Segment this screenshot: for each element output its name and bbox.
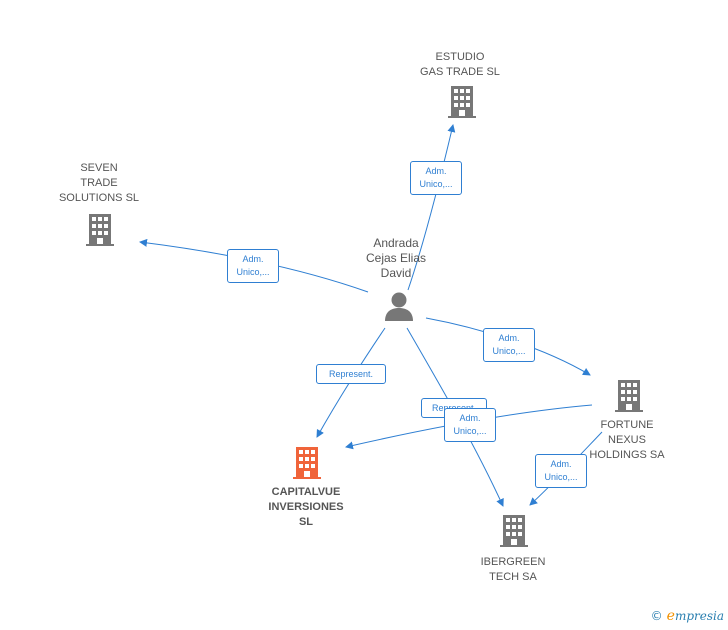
building-icon[interactable] [293, 447, 321, 479]
building-icon[interactable] [500, 515, 528, 547]
copyright-symbol: © [650, 609, 663, 623]
company-label-capitalvue[interactable]: CAPITALVUE INVERSIONES SL [268, 486, 344, 528]
building-icon[interactable] [615, 380, 643, 412]
edge-to-capitalvue [316, 327, 386, 438]
edge-label-fortune-to-ibergreen: Adm. Unico,... [535, 454, 587, 488]
brand-initial: e [666, 608, 675, 624]
edge-label-fortune-to-capitalvue: Adm. Unico,... [444, 408, 496, 442]
brand-name: mpresia [674, 609, 724, 623]
brand-logo: ©empresia [651, 608, 724, 624]
company-label-estudio[interactable]: ESTUDIO GAS TRADE SL [420, 51, 500, 78]
building-icon[interactable] [86, 214, 114, 246]
company-label-fortune[interactable]: FORTUNE NEXUS HOLDINGS SA [589, 419, 665, 461]
edge-label-to-seven: Adm. Unico,... [227, 249, 279, 283]
person-icon[interactable] [385, 292, 413, 322]
company-label-seven[interactable]: SEVEN TRADE SOLUTIONS SL [58, 162, 140, 204]
edge-label-to-capitalvue: Represent. [316, 364, 386, 384]
company-label-ibergreen[interactable]: IBERGREEN TECH SA [480, 556, 546, 583]
person-label[interactable]: Andrada Cejas Elias David [365, 236, 427, 280]
edge-to-estudio [407, 124, 456, 291]
edge-label-to-estudio: Adm. Unico,... [410, 161, 462, 195]
edge-label-to-fortune: Adm. Unico,... [483, 328, 535, 362]
building-icon[interactable] [448, 86, 476, 118]
